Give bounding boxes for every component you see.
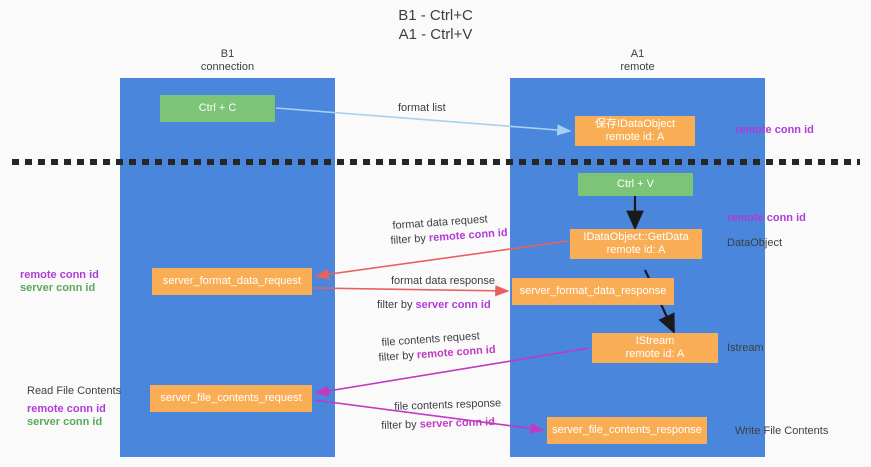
node-idataobject-getdata[interactable]: IDataObject::GetData remote id: A [570, 229, 702, 259]
edge-label-format-data-response-filter-text: filter by [377, 299, 416, 311]
side-label-left-server-conn-id-2: server conn id [27, 416, 103, 428]
side-label-istream: Istream [727, 342, 764, 354]
side-label-left-remote-conn-id: remote conn id [20, 269, 99, 281]
node-ctrl-v[interactable]: Ctrl + V [578, 173, 693, 196]
edge-label-file-contents-response-filter-accent: server conn id [419, 416, 496, 431]
side-label-left-remote-conn-id-2: remote conn id [27, 403, 106, 415]
node-server-file-contents-request[interactable]: server_file_contents_request [150, 385, 312, 412]
edge-label-format-data-response-filter-accent: server conn id [415, 299, 491, 311]
phase-divider-dashed-line [12, 159, 860, 165]
node-server-file-contents-response[interactable]: server_file_contents_response [547, 417, 707, 444]
arrow-file-contents-request [314, 347, 591, 397]
lane-a1-header: A1 remote [620, 48, 655, 73]
node-server-format-data-request[interactable]: server_format_data_request [152, 268, 312, 295]
node-save-idataobject[interactable]: 保存IDataObject remote id: A [575, 116, 695, 146]
arrow-format-data-response [313, 285, 510, 297]
edge-label-file-contents-response-filter-text: filter by [381, 418, 420, 432]
side-label-remote-conn-id-top: remote conn id [735, 124, 814, 136]
edge-label-file-contents-response-text: file contents response [394, 397, 502, 413]
side-label-write-file-contents: Write File Contents [735, 425, 829, 437]
edge-label-format-data-response-text: format data response [391, 275, 495, 287]
diagram-title: B1 - Ctrl+C A1 - Ctrl+V [398, 7, 473, 43]
edge-label-format-data-response-filter: filter by server conn id [377, 298, 491, 312]
node-ctrl-c[interactable]: Ctrl + C [160, 95, 275, 122]
lane-b1-header: B1 connection [200, 48, 255, 73]
side-label-dataobject: DataObject [727, 237, 783, 249]
node-server-format-data-response[interactable]: server_format_data_response [512, 278, 674, 305]
arrow-file-contents-response [313, 399, 545, 434]
edge-label-format-list: format list [398, 101, 446, 115]
edge-label-format-list-text: format list [398, 102, 446, 114]
arrow-format-list [275, 107, 572, 136]
side-label-left-server-conn-id: server conn id [20, 282, 96, 294]
edge-label-format-data-request-filter-text: filter by [390, 232, 430, 247]
arrow-format-data-request [314, 240, 569, 280]
edge-label-format-data-response: format data response [391, 274, 495, 288]
side-label-read-file-contents: Read File Contents [27, 385, 122, 397]
side-label-remote-conn-id-dataobj: remote conn id [727, 212, 806, 224]
edge-label-file-contents-request-filter-text: filter by [378, 349, 418, 364]
node-istream[interactable]: IStream remote id: A [592, 333, 718, 363]
